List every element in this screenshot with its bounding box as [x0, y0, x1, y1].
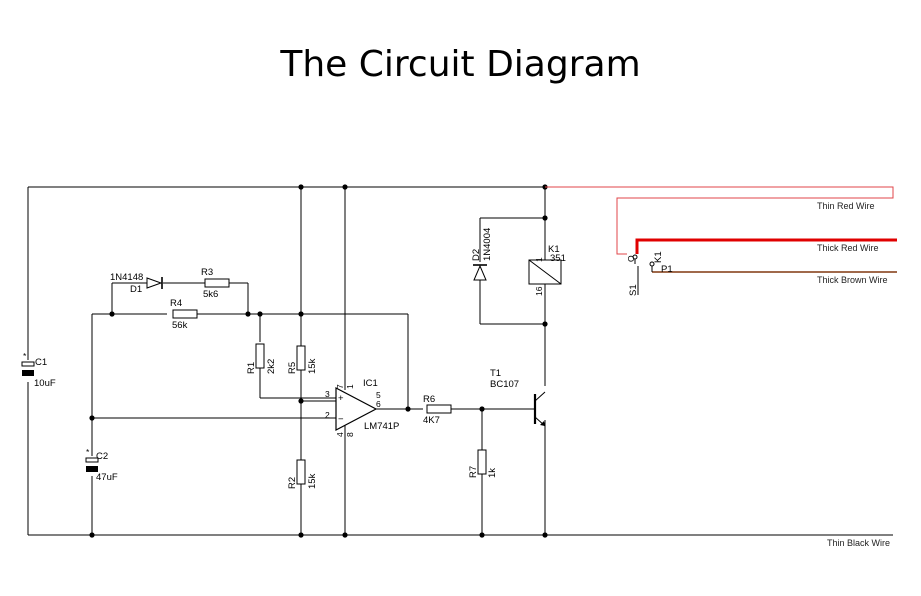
ic1-pin-8: 8 — [345, 432, 355, 437]
r5-value: 15k — [307, 358, 318, 374]
ic1-pin-6: 6 — [376, 399, 381, 409]
thin-red-wire-label: Thin Red Wire — [817, 201, 875, 211]
capacitor-c1: * C1 10uF — [21, 351, 56, 389]
ic1-value: LM741P — [364, 421, 399, 432]
r4-ref: R4 — [170, 298, 182, 309]
thick-brown-wire-label: Thick Brown Wire — [817, 275, 888, 285]
resistor-r2: R2 15k — [287, 459, 318, 489]
r6-ref: R6 — [423, 394, 435, 405]
svg-text:*: * — [23, 351, 27, 361]
r7-ref: R7 — [468, 466, 479, 478]
resistor-r3: R3 5k6 — [201, 267, 230, 300]
resistor-r5: R5 15k — [287, 345, 318, 374]
s1-ref: S1 — [628, 284, 639, 296]
black-wires — [27, 186, 893, 536]
s1-contact-p1: P1 — [661, 264, 673, 275]
resistor-r7: R7 1k — [468, 449, 498, 478]
transistor-t1: T1 BC107 — [490, 368, 546, 427]
r6-value: 4K7 — [423, 415, 440, 426]
ic1-ref: IC1 — [363, 378, 378, 389]
thick-red-wire — [635, 238, 897, 254]
c1-ref: C1 — [35, 357, 47, 368]
thin-red-wire — [545, 186, 894, 255]
svg-text:−: − — [338, 414, 344, 425]
relay-k1: K1 351 1 16 — [528, 244, 566, 296]
resistor-r6: R6 4K7 — [423, 394, 452, 426]
r7-value: 1k — [487, 468, 498, 478]
thin-black-wire-label: Thin Black Wire — [827, 538, 890, 548]
svg-text:*: * — [86, 447, 90, 457]
r2-value: 15k — [307, 473, 318, 489]
resistor-r4: R4 56k — [170, 298, 198, 331]
d1-ref: D1 — [130, 284, 142, 295]
switch-s1 — [632, 254, 655, 295]
r1-ref: R1 — [246, 362, 257, 374]
k1-pin-16: 16 — [534, 286, 544, 296]
ic1-pin-1: 1 — [345, 384, 355, 389]
t1-value: BC107 — [490, 379, 519, 390]
d2-value: 1N4004 — [482, 228, 493, 261]
c1-value: 10uF — [34, 378, 56, 389]
d1-value: 1N4148 — [110, 272, 143, 283]
r4-value: 56k — [172, 320, 188, 331]
r1-value: 2k2 — [266, 359, 277, 374]
thick-red-wire-label: Thick Red Wire — [817, 243, 879, 253]
k1-value: 351 — [550, 253, 566, 264]
s1-k1-ref: K1 — [653, 251, 664, 263]
ic1-pin-3: 3 — [325, 389, 330, 399]
r2-ref: R2 — [287, 477, 298, 489]
diode-d1: 1N4148 D1 — [110, 272, 163, 295]
k1-pin-1: 1 — [534, 257, 544, 262]
opamp-ic1: + − IC1 LM741P 3 2 5 6 7 1 4 8 — [325, 378, 399, 437]
r5-ref: R5 — [287, 362, 298, 374]
page-title: The Circuit Diagram — [280, 44, 641, 85]
junction-dots — [89, 184, 548, 538]
ic1-pin-7: 7 — [335, 384, 345, 389]
capacitor-c2: * C2 47uF — [85, 447, 118, 483]
d2-ref: D2 — [471, 249, 482, 261]
svg-text:+: + — [338, 393, 344, 404]
r3-value: 5k6 — [203, 289, 218, 300]
k1-ref: K1 — [548, 244, 560, 255]
resistor-r1: R1 2k2 — [246, 343, 277, 374]
ic1-pin-4: 4 — [335, 432, 345, 437]
c2-value: 47uF — [96, 472, 118, 483]
c2-ref: C2 — [96, 451, 108, 462]
ic1-pin-2: 2 — [325, 410, 330, 420]
s1-contact-o: O — [626, 255, 636, 262]
diode-d2: D2 1N4004 — [471, 228, 493, 281]
t1-ref: T1 — [490, 368, 501, 379]
ic1-pin-5: 5 — [376, 390, 381, 400]
r3-ref: R3 — [201, 267, 213, 278]
output-wires — [545, 186, 897, 273]
